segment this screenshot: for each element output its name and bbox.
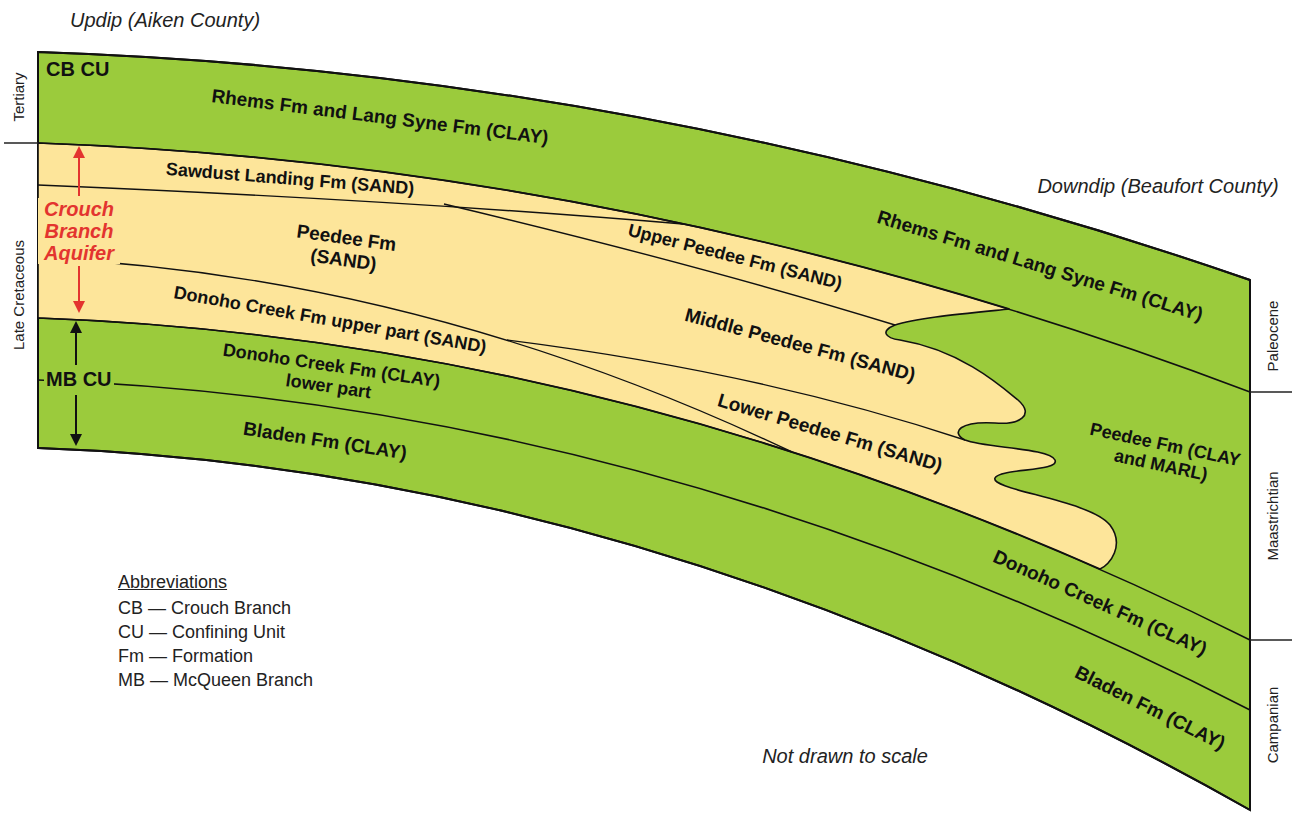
- arrow-head: [70, 321, 82, 333]
- contact-line: [38, 380, 1250, 710]
- extent-arrow: [75, 395, 77, 436]
- period-label: Late Cretaceous: [10, 240, 27, 350]
- abbreviation-line: Fm — Formation: [118, 646, 253, 667]
- direction-label: Downdip (Beaufort County): [1037, 175, 1278, 198]
- abbreviation-line: CB — Crouch Branch: [118, 598, 291, 619]
- scale-note: Not drawn to scale: [762, 745, 928, 768]
- base-surface: [38, 448, 1250, 810]
- extent-arrow: [75, 331, 77, 365]
- top-surface: [38, 52, 1250, 280]
- sand-body: [38, 143, 1116, 569]
- arrow-head: [70, 434, 82, 446]
- unit-label: MB CU: [44, 368, 114, 391]
- extent-arrow: [78, 156, 80, 196]
- direction-label: Updip (Aiken County): [70, 9, 260, 32]
- abbreviation-heading: Abbreviations: [118, 572, 227, 593]
- extent-arrow: [78, 266, 80, 302]
- unit-label: CB CU: [44, 58, 111, 81]
- period-tick: [1250, 639, 1292, 641]
- period-label: Maastrichtian: [1264, 471, 1281, 560]
- arrow-head: [73, 146, 85, 158]
- clay-body: [38, 52, 1250, 810]
- abbreviation-line: MB — McQueen Branch: [118, 670, 313, 691]
- aquifer-label: Crouch Branch Aquifer: [38, 198, 120, 264]
- contact-line: [507, 340, 965, 440]
- arrow-head: [73, 301, 85, 313]
- period-tick: [4, 142, 38, 144]
- period-tick: [1250, 391, 1292, 393]
- contact-line: [38, 258, 792, 452]
- period-label: Campanian: [1264, 687, 1281, 764]
- period-label: Paleocene: [1264, 301, 1281, 372]
- period-label: Tertiary: [10, 72, 27, 121]
- contact-line: [444, 204, 895, 325]
- abbreviation-line: CU — Confining Unit: [118, 622, 285, 643]
